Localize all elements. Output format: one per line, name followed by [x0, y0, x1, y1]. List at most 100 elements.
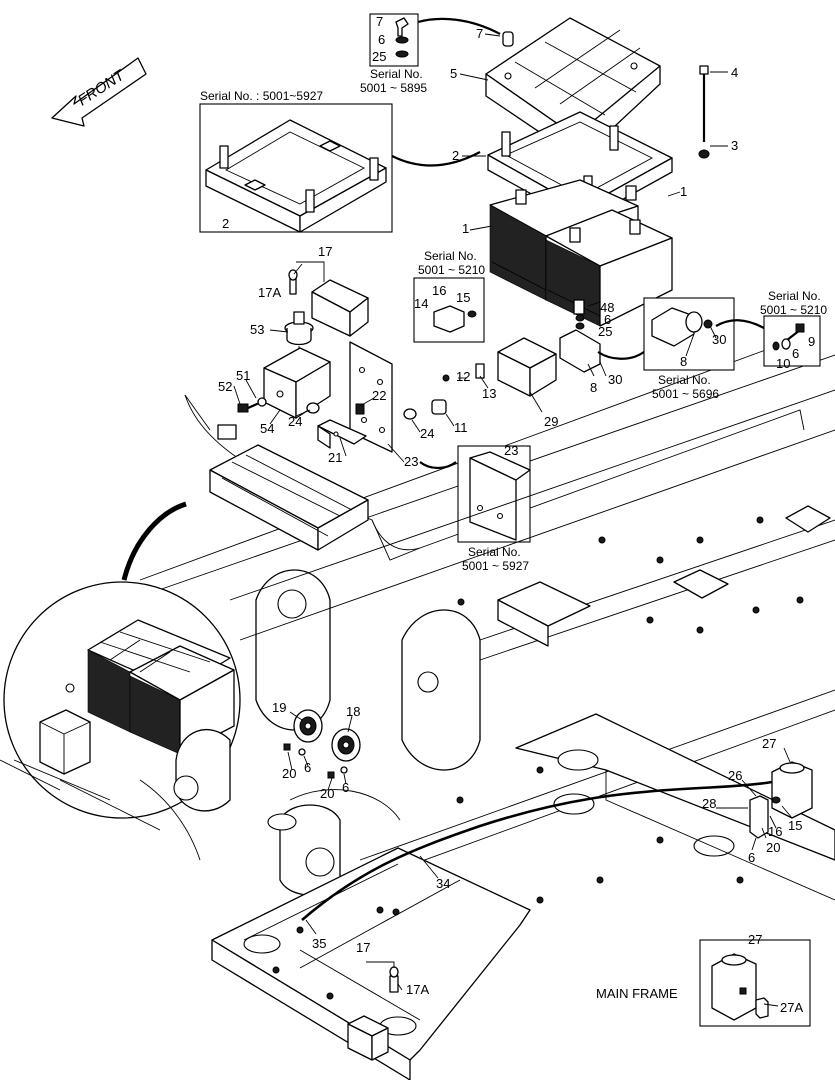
serial-note-relay-2: 5001 ~ 5210: [418, 263, 485, 277]
callout-25: 25: [598, 324, 612, 339]
callout-16: 16: [432, 283, 446, 298]
callout-6: 6: [342, 780, 349, 795]
serial-note-bracket23-1: Serial No.: [468, 545, 521, 559]
serial-note-tray: Serial No. : 5001~5927: [200, 89, 323, 103]
callout-24: 24: [420, 426, 434, 441]
serial-note-bolt9-2: 5001 ~ 5210: [760, 303, 827, 317]
callout-2: 2: [222, 216, 229, 231]
callout-6: 6: [604, 312, 611, 327]
bolt-detail-box: [369, 13, 501, 67]
callout-6: 6: [792, 346, 799, 361]
callout-labels: 7 6 25 Serial No. 5001 ~ 5895 7 5 4 2 3 …: [200, 14, 827, 1015]
callout-29: 29: [544, 414, 558, 429]
leader-lines: [233, 33, 793, 1007]
callout-17a: 17A: [258, 285, 281, 300]
callout-9: 9: [808, 334, 815, 349]
callout-35: 35: [312, 936, 326, 951]
serial-note-bracket23-2: 5001 ~ 5927: [462, 559, 529, 573]
serial-note-relay-1: Serial No.: [424, 249, 477, 263]
disconnect-bracket: [559, 299, 601, 373]
hold-down-bolt: [698, 65, 710, 159]
callout-28: 28: [702, 796, 716, 811]
callout-25: 25: [372, 49, 386, 64]
callout-18: 18: [346, 704, 360, 719]
bolt-9-detail-box: [715, 315, 821, 367]
callout-27: 27: [762, 736, 776, 751]
work-light-17: [288, 261, 369, 337]
washer-tank-27: [749, 761, 813, 839]
callout-11: 11: [454, 420, 468, 435]
switch-11-13: [431, 363, 485, 415]
callout-20: 20: [282, 766, 296, 781]
callout-26: 26: [728, 768, 742, 783]
callout-3: 3: [731, 138, 738, 153]
callout-7: 7: [376, 14, 383, 29]
washer-24: [306, 402, 417, 420]
callout-30: 30: [608, 372, 622, 387]
callout-17a: 17A: [406, 982, 429, 997]
callout-23: 23: [404, 454, 418, 469]
step-platform: [209, 424, 369, 551]
callout-2: 2: [452, 148, 459, 163]
callout-54: 54: [260, 421, 274, 436]
callout-5: 5: [450, 66, 457, 81]
callout-22: 22: [372, 388, 386, 403]
callout-12: 12: [456, 369, 470, 384]
callout-52: 52: [218, 379, 232, 394]
callout-34: 34: [436, 876, 450, 891]
relay-detail-box: [413, 277, 485, 343]
callout-7: 7: [476, 26, 483, 41]
horn-19: [293, 709, 323, 743]
disconnect-detail-box: [597, 297, 735, 371]
callout-53: 53: [250, 322, 264, 337]
callout-51: 51: [236, 368, 250, 383]
washer-hose-34: [301, 780, 773, 921]
callout-10: 10: [776, 356, 790, 371]
serial-note-disconnect-2: 5001 ~ 5696: [652, 387, 719, 401]
callout-23: 23: [504, 443, 518, 458]
callout-21: 21: [328, 450, 342, 465]
battery-pair: [489, 179, 673, 327]
callout-20: 20: [766, 840, 780, 855]
callout-8: 8: [680, 354, 687, 369]
callout-27: 27: [748, 932, 762, 947]
main-frame-label: MAIN FRAME: [596, 986, 678, 1001]
serial-note-bolt9-1: Serial No.: [768, 289, 821, 303]
callout-24: 24: [288, 414, 302, 429]
callout-4: 4: [731, 65, 738, 80]
horn-bolts: [283, 743, 348, 779]
serial-note-disconnect-1: Serial No.: [658, 373, 711, 387]
callout-6: 6: [748, 850, 755, 865]
callout-14: 14: [414, 296, 428, 311]
cover-29: [497, 337, 557, 397]
callout-6: 6: [378, 32, 385, 47]
horn-18: [331, 728, 361, 762]
callout-27a: 27A: [780, 1000, 803, 1015]
callout-30: 30: [712, 332, 726, 347]
callout-6: 6: [304, 760, 311, 775]
callout-17: 17: [356, 940, 370, 955]
serial-note-cover-1: Serial No.: [370, 67, 423, 81]
bracket-54: [263, 347, 331, 419]
horn-53: [284, 311, 314, 360]
main-frame: [0, 389, 835, 1080]
serial-note-cover-2: 5001 ~ 5895: [360, 81, 427, 95]
callout-20: 20: [320, 786, 334, 801]
callout-15: 15: [788, 818, 802, 833]
callout-19: 19: [272, 700, 286, 715]
callout-1: 1: [680, 184, 687, 199]
callout-1: 1: [462, 221, 469, 236]
callout-15: 15: [456, 290, 470, 305]
inset-pointer-arc: [121, 501, 187, 581]
work-light-17-lower: [347, 961, 399, 1061]
mount-plate-23: [349, 341, 393, 453]
callout-17: 17: [318, 244, 332, 259]
bracket-23-detail: [419, 445, 531, 543]
washer-tank-detail: [699, 939, 811, 1027]
callout-16: 16: [768, 824, 782, 839]
callout-8: 8: [590, 380, 597, 395]
bolt-52: [237, 397, 267, 413]
front-arrow-icon: FRONT: [51, 57, 147, 127]
tray-detail-box: [199, 103, 481, 233]
callout-13: 13: [482, 386, 496, 401]
